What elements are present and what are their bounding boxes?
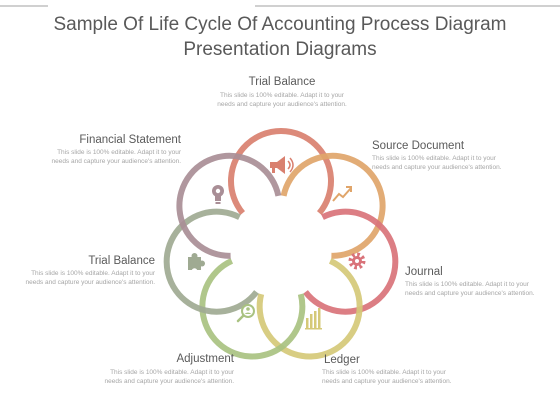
stage-ledger-desc: This slide is 100% editable. Adapt it to… — [322, 369, 452, 385]
stage-journal-label: Journal — [405, 266, 443, 278]
page-title: Sample Of Life Cycle Of Accounting Proce… — [0, 12, 560, 62]
stage-financial-statement-desc: This slide is 100% editable. Adapt it to… — [51, 149, 181, 165]
magnifier-icon — [236, 304, 255, 323]
top-rule-left — [0, 5, 48, 7]
stage-trial-balance-top-desc: This slide is 100% editable. Adapt it to… — [217, 92, 347, 108]
bar-chart-icon — [305, 308, 322, 330]
stage-adjustment-label: Adjustment — [176, 353, 234, 365]
stage-trial-balance-left-label: Trial Balance — [88, 255, 155, 267]
stage-journal-desc: This slide is 100% editable. Adapt it to… — [405, 281, 535, 297]
stage-ledger-label: Ledger — [324, 354, 360, 366]
page-title-line-2: Presentation Diagrams — [183, 39, 377, 60]
ring-arc-journal — [303, 208, 399, 315]
puzzle-icon — [188, 253, 205, 274]
growth-arrow-icon — [332, 186, 352, 202]
stage-source-document-desc: This slide is 100% editable. Adapt it to… — [372, 155, 502, 171]
stage-financial-statement-label: Financial Statement — [79, 134, 181, 146]
ring-arc-adjustment — [199, 258, 306, 360]
megaphone-icon — [270, 156, 294, 174]
ring-arc-trial-balance-left — [163, 208, 259, 315]
gear-icon — [348, 252, 366, 270]
page-title-line-1: Sample Of Life Cycle Of Accounting Proce… — [53, 14, 507, 35]
ring-arc-ledger — [256, 258, 363, 360]
ring-arc-financial-statement — [176, 152, 282, 259]
lightbulb-icon — [212, 185, 224, 204]
ring-arc-source-document — [280, 152, 386, 259]
stage-trial-balance-top-label: Trial Balance — [248, 76, 316, 88]
stage-adjustment-desc: This slide is 100% editable. Adapt it to… — [104, 369, 234, 385]
stage-source-document-label: Source Document — [372, 140, 465, 152]
stage-trial-balance-left-desc: This slide is 100% editable. Adapt it to… — [25, 270, 155, 286]
ring-arc-trial-balance-top — [228, 128, 334, 216]
top-rule-right — [255, 5, 560, 7]
